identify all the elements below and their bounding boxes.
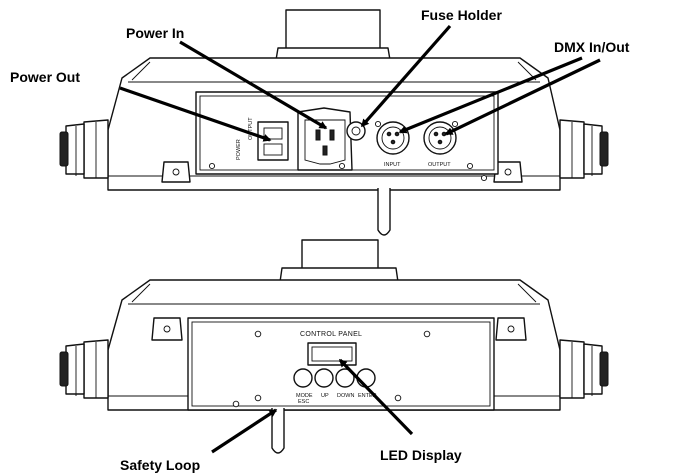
input-connector-label: INPUT bbox=[384, 162, 401, 168]
power-in-socket bbox=[297, 107, 353, 171]
callout-power-in: Power In bbox=[126, 25, 184, 41]
control-panel-label: CONTROL PANEL bbox=[300, 331, 362, 338]
button-label-mode: MODE bbox=[296, 393, 313, 399]
right-handle-top bbox=[559, 119, 609, 179]
callout-led-display: LED Display bbox=[380, 447, 462, 463]
bottom-fixture: CONTROL PANEL MODE ESC UP DOWN ENTER bbox=[59, 239, 609, 454]
mode-esc-button[interactable] bbox=[293, 368, 313, 388]
arrow-dmx-input bbox=[398, 56, 583, 134]
power-label: POWER bbox=[236, 139, 242, 160]
callout-arrows bbox=[119, 24, 601, 454]
callout-safety-loop: Safety Loop bbox=[120, 457, 200, 473]
left-handle-bottom bbox=[59, 339, 109, 399]
top-panel-screws bbox=[208, 162, 488, 182]
arrow-dmx-output bbox=[444, 58, 601, 136]
callout-fuse-holder: Fuse Holder bbox=[421, 7, 502, 23]
bottom-yoke-block bbox=[301, 239, 379, 273]
top-side-mounts bbox=[161, 161, 523, 183]
led-display bbox=[307, 342, 357, 366]
top-fixture: POWER OUTPUT INPUT OUTPUT bbox=[59, 9, 609, 236]
output-label: OUTPUT bbox=[248, 117, 254, 140]
arrow-led-display bbox=[338, 358, 414, 436]
left-handle-top bbox=[59, 119, 109, 179]
callout-dmx-in-out: DMX In/Out bbox=[554, 39, 630, 55]
bottom-safety-loop bbox=[271, 408, 285, 454]
right-handle-bottom bbox=[559, 339, 609, 399]
callout-power-out: Power Out bbox=[10, 69, 80, 85]
arrow-power-in bbox=[179, 40, 328, 130]
top-yoke-block bbox=[285, 9, 381, 53]
control-panel-inner bbox=[191, 321, 491, 407]
bottom-panel-screws bbox=[232, 330, 431, 408]
output-connector-label: OUTPUT bbox=[428, 162, 451, 168]
up-button[interactable] bbox=[314, 368, 334, 388]
down-button[interactable] bbox=[335, 368, 355, 388]
power-out-socket bbox=[257, 121, 289, 161]
button-label-esc: ESC bbox=[298, 399, 309, 405]
button-label-down: DOWN bbox=[337, 393, 354, 399]
arrow-safety-loop bbox=[211, 408, 278, 454]
arrow-power-out bbox=[119, 86, 272, 142]
arrow-fuse-holder bbox=[360, 24, 452, 128]
top-safety-loop bbox=[377, 188, 391, 236]
bottom-side-mounts bbox=[151, 317, 527, 341]
bottom-base-bevel bbox=[131, 283, 537, 303]
button-label-up: UP bbox=[321, 393, 329, 399]
button-label-enter: ENTER bbox=[358, 393, 377, 399]
